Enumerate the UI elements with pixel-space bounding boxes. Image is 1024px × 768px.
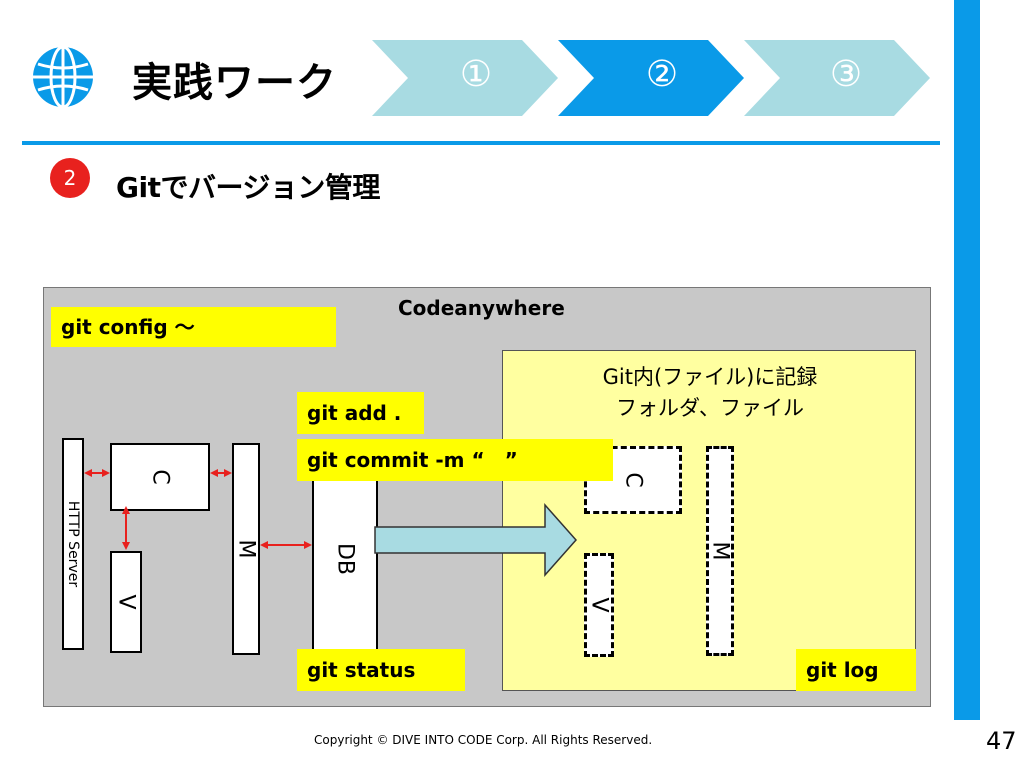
controller-box: C — [110, 443, 210, 511]
git-area-label-line2: フォルダ、ファイル — [616, 396, 804, 420]
db-box: DB — [312, 460, 378, 656]
commit-block-arrow — [374, 503, 578, 577]
header-divider — [22, 141, 940, 145]
step-2-chevron — [558, 40, 744, 116]
globe-logo-icon — [30, 44, 96, 110]
step-1-label: ① — [459, 54, 493, 95]
git-area-label: Git内(ファイル)に記録 フォルダ、ファイル — [540, 362, 880, 424]
git-log-command: git log — [796, 649, 916, 691]
step-3-label: ③ — [829, 54, 863, 95]
git-commit-command: git commit -m “ ” — [297, 439, 613, 481]
section-number-badge: 2 — [50, 158, 90, 198]
sidebar-accent-bar — [954, 0, 980, 720]
copyright-notice: Copyright © DIVE INTO CODE Corp. All Rig… — [314, 733, 653, 747]
page-number: 47 — [986, 727, 1017, 755]
http-server-box: HTTP Server — [62, 438, 84, 650]
section-title: Gitでバージョン管理 — [116, 171, 380, 204]
git-area-label-line1: Git内(ファイル)に記録 — [602, 365, 818, 389]
model-box: M — [232, 443, 260, 655]
git-add-command: git add . — [297, 392, 424, 434]
step-2-label: ② — [645, 54, 679, 95]
git-config-command: git config 〜 — [51, 307, 336, 347]
step-1-chevron — [372, 40, 558, 116]
committed-model-box: M — [706, 446, 734, 656]
step-progress: ① ② ③ — [372, 40, 944, 116]
step-3-chevron — [744, 40, 930, 116]
git-status-command: git status — [297, 649, 465, 691]
environment-label: Codeanywhere — [398, 296, 565, 320]
committed-view-box: V — [584, 553, 614, 657]
page-title: 実践ワーク — [132, 60, 337, 106]
view-box: V — [110, 551, 142, 653]
